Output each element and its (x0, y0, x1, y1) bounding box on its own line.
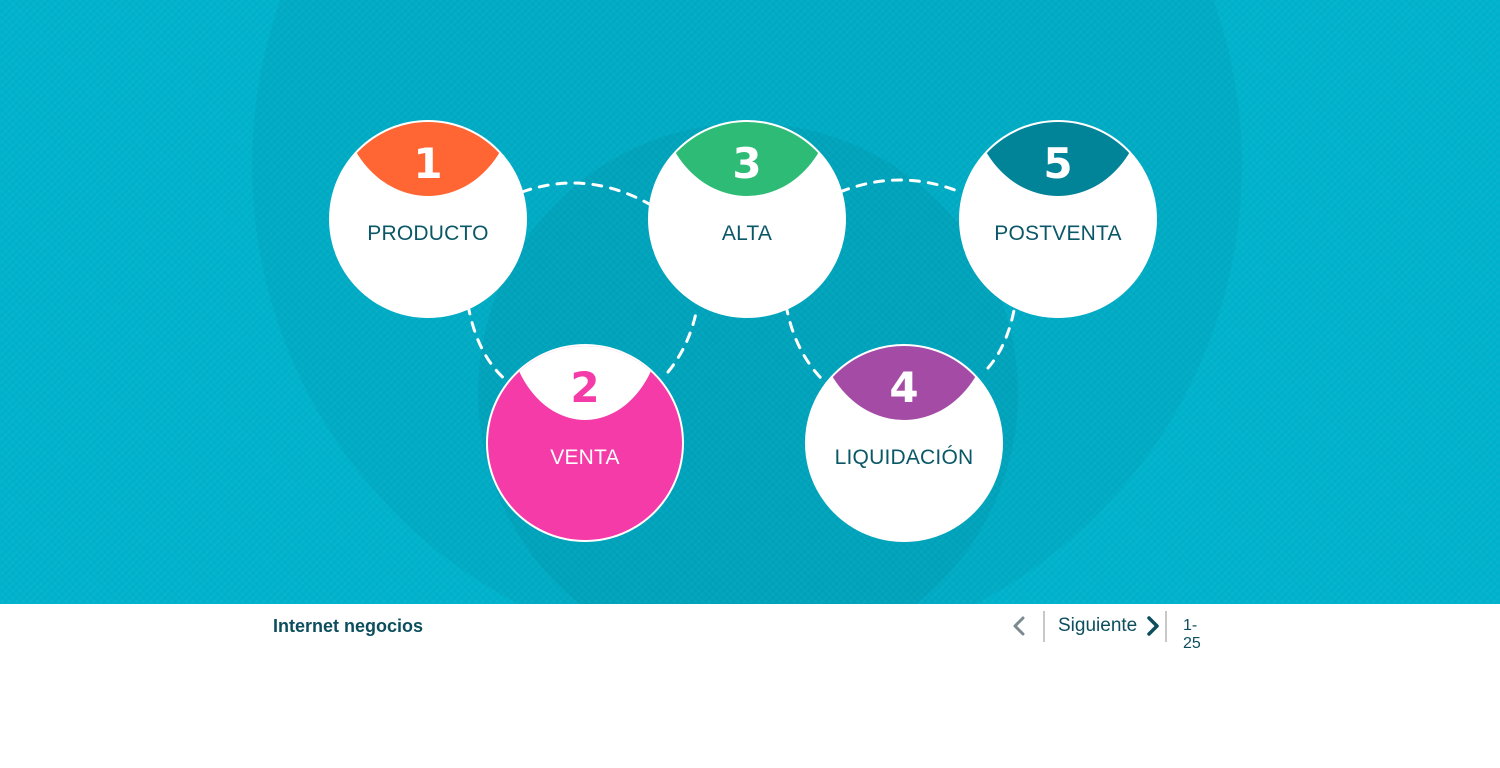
step-label: ALTA (721, 222, 773, 245)
course-title: Internet negocios (273, 616, 424, 636)
step-venta[interactable]: 2 VENTA (488, 346, 682, 540)
step-producto[interactable]: 1 PRODUCTO (331, 122, 525, 316)
chevron-right-icon (1147, 616, 1159, 636)
step-label: LIQUIDACIÓN (834, 446, 974, 469)
connector-4-5 (986, 303, 1017, 370)
page-indicator: 1-25 (1183, 617, 1201, 652)
step-label: POSTVENTA (994, 222, 1122, 245)
step-label: PRODUCTO (367, 222, 489, 245)
step-number: 2 (570, 363, 600, 412)
connector-3-4 (784, 303, 830, 387)
connector-3-5 (838, 178, 962, 194)
step-alta[interactable]: 3 ALTA (650, 122, 844, 316)
nav-divider (1043, 611, 1045, 642)
next-button[interactable]: Siguiente (1058, 613, 1163, 639)
connector-1-3 (520, 181, 658, 210)
step-number: 5 (1043, 139, 1073, 188)
previous-button[interactable] (1008, 614, 1032, 638)
step-number: 1 (413, 139, 443, 188)
chevron-left-icon (1013, 616, 1025, 636)
step-number: 3 (732, 139, 762, 188)
connector-2-3 (666, 306, 699, 374)
step-number: 4 (889, 363, 919, 412)
process-stage: 1 PRODUCTO 2 VENTA 3 ALTA 4 LIQUIDACIÓN … (0, 0, 1500, 604)
next-label: Siguiente (1058, 615, 1138, 636)
step-liquidacion[interactable]: 4 LIQUIDACIÓN (807, 346, 1001, 540)
connector-dashes (466, 178, 1017, 387)
step-postventa[interactable]: 5 POSTVENTA (961, 122, 1155, 316)
nav-divider (1165, 611, 1167, 642)
step-label: VENTA (550, 446, 620, 469)
